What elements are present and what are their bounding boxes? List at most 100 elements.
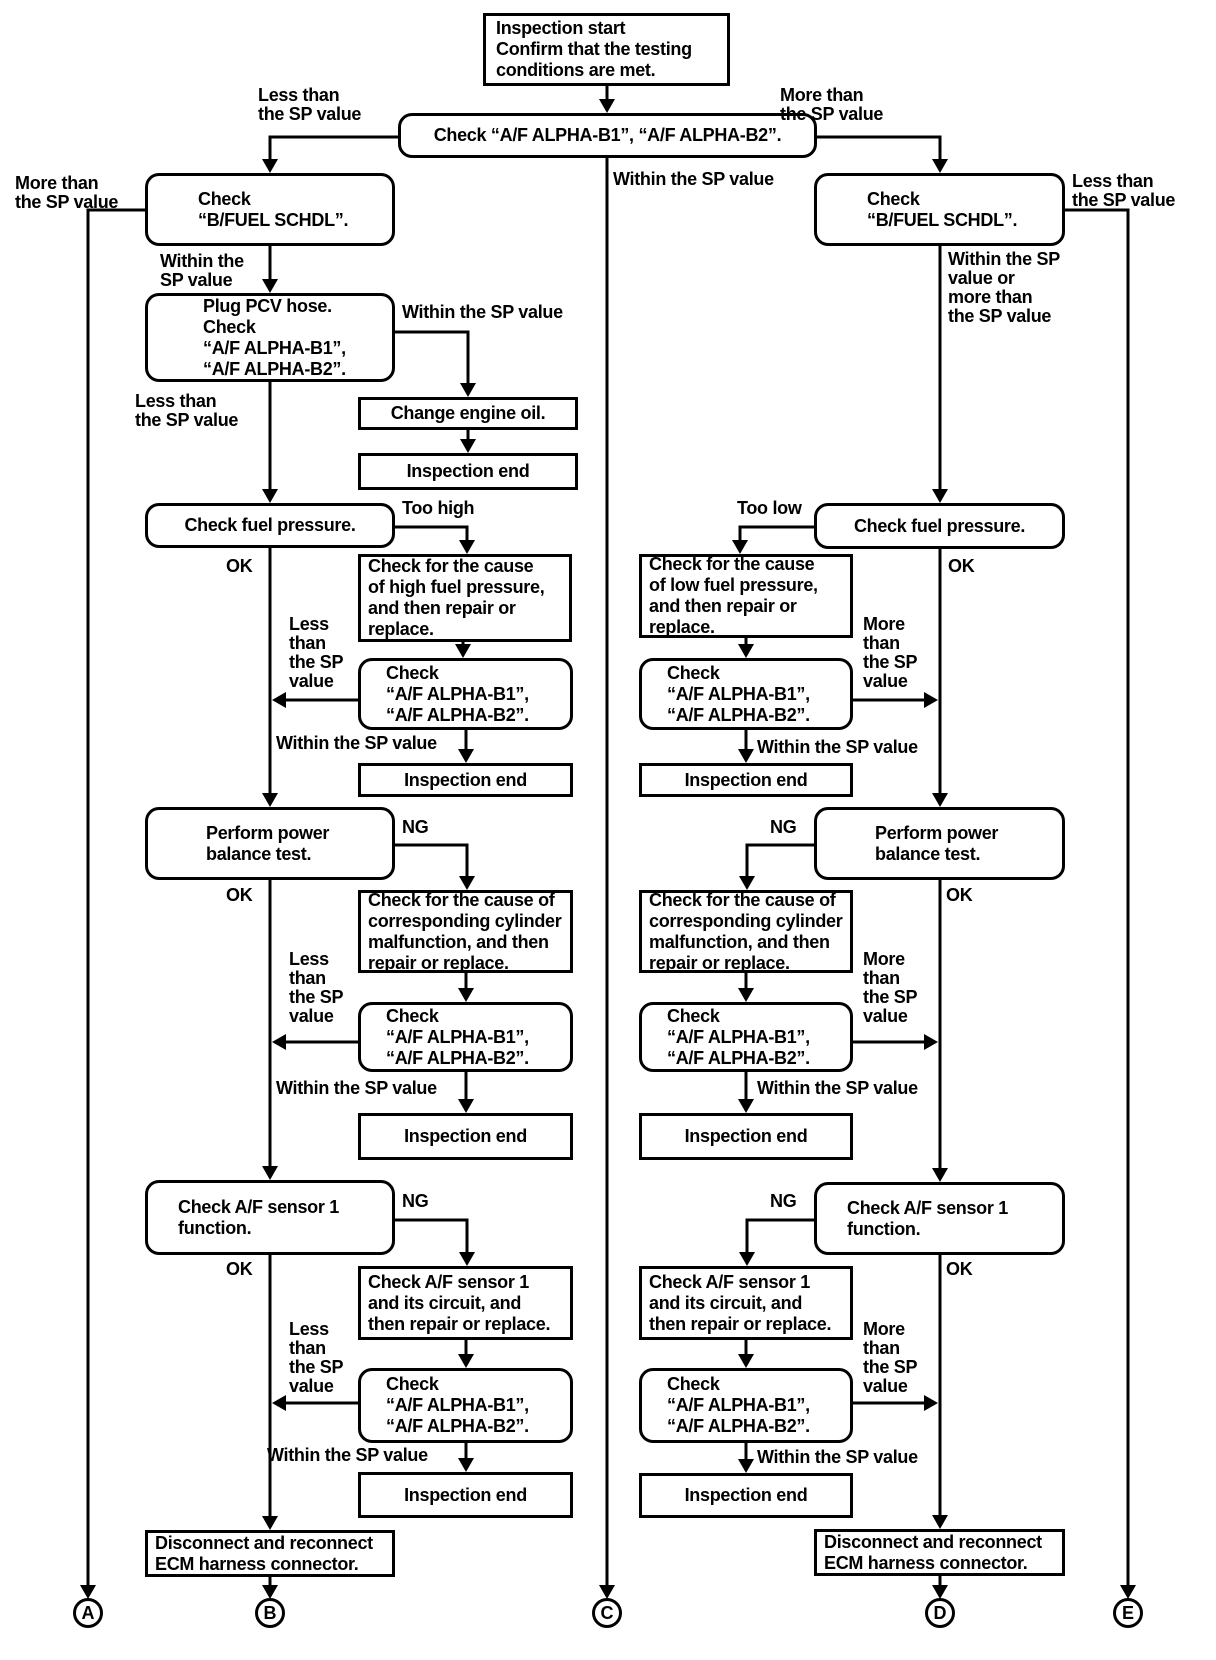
label-more-sp-1-right-line-1: than (863, 633, 900, 653)
arrowhead-bfuel-right-to-fuel-right (932, 489, 948, 503)
label-ok-right-3: OK (946, 1260, 973, 1279)
connector-far-right-e-line (1065, 208, 1130, 1585)
node-check-fuel-pressure-right-line-0: Check fuel pressure. (853, 515, 1026, 536)
arrowhead-center-c-line (599, 1585, 615, 1599)
node-check-alpha-right-2-line-1: “A/F ALPHA-B1”, (667, 1026, 810, 1047)
node-check-alpha-left-3-line-0: Check (386, 1374, 439, 1394)
label-less-than-plug-line-0: Less than (135, 391, 217, 411)
node-sensor-circuit-left-line-0: Check A/F sensor 1 (368, 1271, 529, 1292)
node-inspection-end-4-left: Inspection end (358, 1472, 573, 1518)
node-inspection-start-line-2: conditions are met. (496, 60, 656, 80)
node-check-alpha-right-3-line-2: “A/F ALPHA-B2”. (667, 1416, 810, 1436)
arrowhead-sensor-left-to-ecm-left (262, 1516, 278, 1530)
node-cause-cylinder-left-line-0: Check for the cause of (368, 889, 555, 910)
node-check-alpha-right-2-line-0: Check (667, 1005, 720, 1026)
node-check-alpha-top: Check “A/F ALPHA-B1”, “A/F ALPHA-B2”. (398, 113, 817, 158)
label-ok-left-2-line-0: OK (226, 885, 253, 905)
node-plug-pcv-hose-line-2: “A/F ALPHA-B1”, (203, 337, 346, 358)
node-check-alpha-left-2-line-0: Check (386, 1005, 439, 1026)
node-inspection-end-3-right-line-0: Inspection end (684, 1126, 808, 1146)
node-cause-high-fuel-pressure-line-1: of high fuel pressure, (368, 577, 545, 597)
connector-sensor-right-to-circuit (745, 1218, 814, 1252)
node-inspection-end-1: Inspection end (358, 453, 578, 490)
arrowhead-alpha1-right-to-end2 (738, 749, 754, 763)
label-too-low: Too low (737, 499, 802, 518)
arrowhead-pb-right-to-sensor-right (932, 1168, 948, 1182)
label-ok-left-3: OK (226, 1260, 253, 1279)
node-check-alpha-right-1-line-1: “A/F ALPHA-B1”, (667, 683, 810, 704)
node-inspection-end-2-right: Inspection end (639, 763, 853, 797)
label-within-end4-left-line-0: Within the SP value (267, 1445, 428, 1465)
label-ok-left-1-line-0: OK (226, 556, 253, 576)
label-less-than-top-line-0: Less than (258, 85, 340, 105)
label-within-center-line-0: Within the SP value (613, 169, 774, 189)
arrowhead-alpha-to-bfuel-left (262, 159, 278, 173)
label-more-sp-3-right-line-1: than (863, 1338, 900, 1358)
label-less-sp-3-left-line-2: the SP (289, 1357, 344, 1377)
label-within-bfuel-left-line-1: SP value (160, 270, 233, 290)
connector-fuel-left-to-cause-high (395, 525, 469, 540)
terminator-e: E (1113, 1598, 1143, 1628)
connector-sensor-left-to-circuit (395, 1218, 469, 1252)
label-within-bfuel-right-line-2: more than (948, 287, 1033, 307)
node-check-alpha-right-3-line-0: Check (667, 1374, 720, 1394)
node-check-alpha-right-3-line-1: “A/F ALPHA-B1”, (667, 1395, 810, 1415)
label-ng-right-2-line-0: NG (770, 1191, 797, 1211)
arrowhead-alpha3-left-back (272, 1395, 286, 1411)
label-more-sp-2-right-line-3: value (863, 1006, 908, 1026)
node-check-alpha-left-1: Check“A/F ALPHA-B1”,“A/F ALPHA-B2”. (358, 658, 573, 730)
node-plug-pcv-hose: Plug PCV hose.Check“A/F ALPHA-B1”,“A/F A… (145, 293, 395, 382)
label-more-than-top-line-0: More than (780, 85, 864, 105)
node-inspection-end-4-left-line-0: Inspection end (404, 1484, 527, 1505)
label-within-end3-left: Within the SP value (276, 1079, 437, 1098)
node-cause-cylinder-left-line-3: repair or replace. (368, 952, 509, 973)
node-check-alpha-right-2-line-2: “A/F ALPHA-B2”. (667, 1047, 810, 1068)
label-within-bfuel-right-line-1: value or (948, 268, 1015, 288)
label-within-end4-right: Within the SP value (757, 1448, 918, 1467)
node-cause-low-fuel-pressure-line-3: replace. (649, 617, 715, 637)
terminator-d: D (925, 1598, 955, 1628)
node-ecm-left-line-0: Disconnect and reconnect (155, 1532, 373, 1553)
terminator-a: A (73, 1598, 103, 1628)
connector-pb-right-to-cause-cyl (745, 843, 814, 876)
node-sensor-circuit-left-line-2: then repair or replace. (368, 1313, 551, 1334)
label-within-end3-left-line-0: Within the SP value (276, 1078, 437, 1098)
label-within-oil-line-0: Within the SP value (402, 302, 563, 322)
node-inspection-end-3-left: Inspection end (358, 1113, 573, 1160)
label-ng-left-2: NG (402, 1192, 429, 1211)
node-inspection-start-line-1: Confirm that the testing (496, 39, 692, 59)
node-inspection-end-2-left: Inspection end (358, 763, 573, 797)
label-more-sp-2-right-line-2: the SP (863, 987, 918, 1007)
node-check-alpha-left-1-line-2: “A/F ALPHA-B2”. (386, 704, 529, 725)
node-check-fuel-pressure-right: Check fuel pressure. (814, 503, 1065, 549)
arrowhead-cause-high-to-alpha1-left (455, 644, 471, 658)
node-power-balance-right-line-0: Perform power (875, 822, 999, 843)
label-less-sp-2-left-line-3: value (289, 1006, 334, 1026)
label-more-sp-2-right-line-0: More (863, 949, 905, 969)
arrowhead-far-right-e-line (1120, 1585, 1136, 1599)
arrowhead-plug-to-fuel-left (262, 489, 278, 503)
label-within-end3-right-line-0: Within the SP value (757, 1078, 918, 1098)
arrowhead-fuel-right-to-pb-right (932, 793, 948, 807)
node-sensor-circuit-right-line-0: Check A/F sensor 1 (649, 1271, 810, 1292)
node-cause-cylinder-right-line-1: corresponding cylinder (649, 910, 843, 931)
arrowhead-fuel-left-to-cause-high (459, 540, 475, 554)
label-less-sp-3-left-line-1: than (289, 1338, 326, 1358)
label-ok-right-1-line-0: OK (948, 556, 975, 576)
node-check-fuel-pressure-left-line-0: Check fuel pressure. (184, 515, 356, 535)
arrowhead-fuel-right-to-cause-low (732, 540, 748, 554)
arrowhead-ecm-left-to-b (262, 1585, 278, 1599)
node-inspection-end-3-left-line-0: Inspection end (404, 1126, 527, 1146)
node-sensor-circuit-right-line-2: then repair or replace. (649, 1313, 832, 1334)
